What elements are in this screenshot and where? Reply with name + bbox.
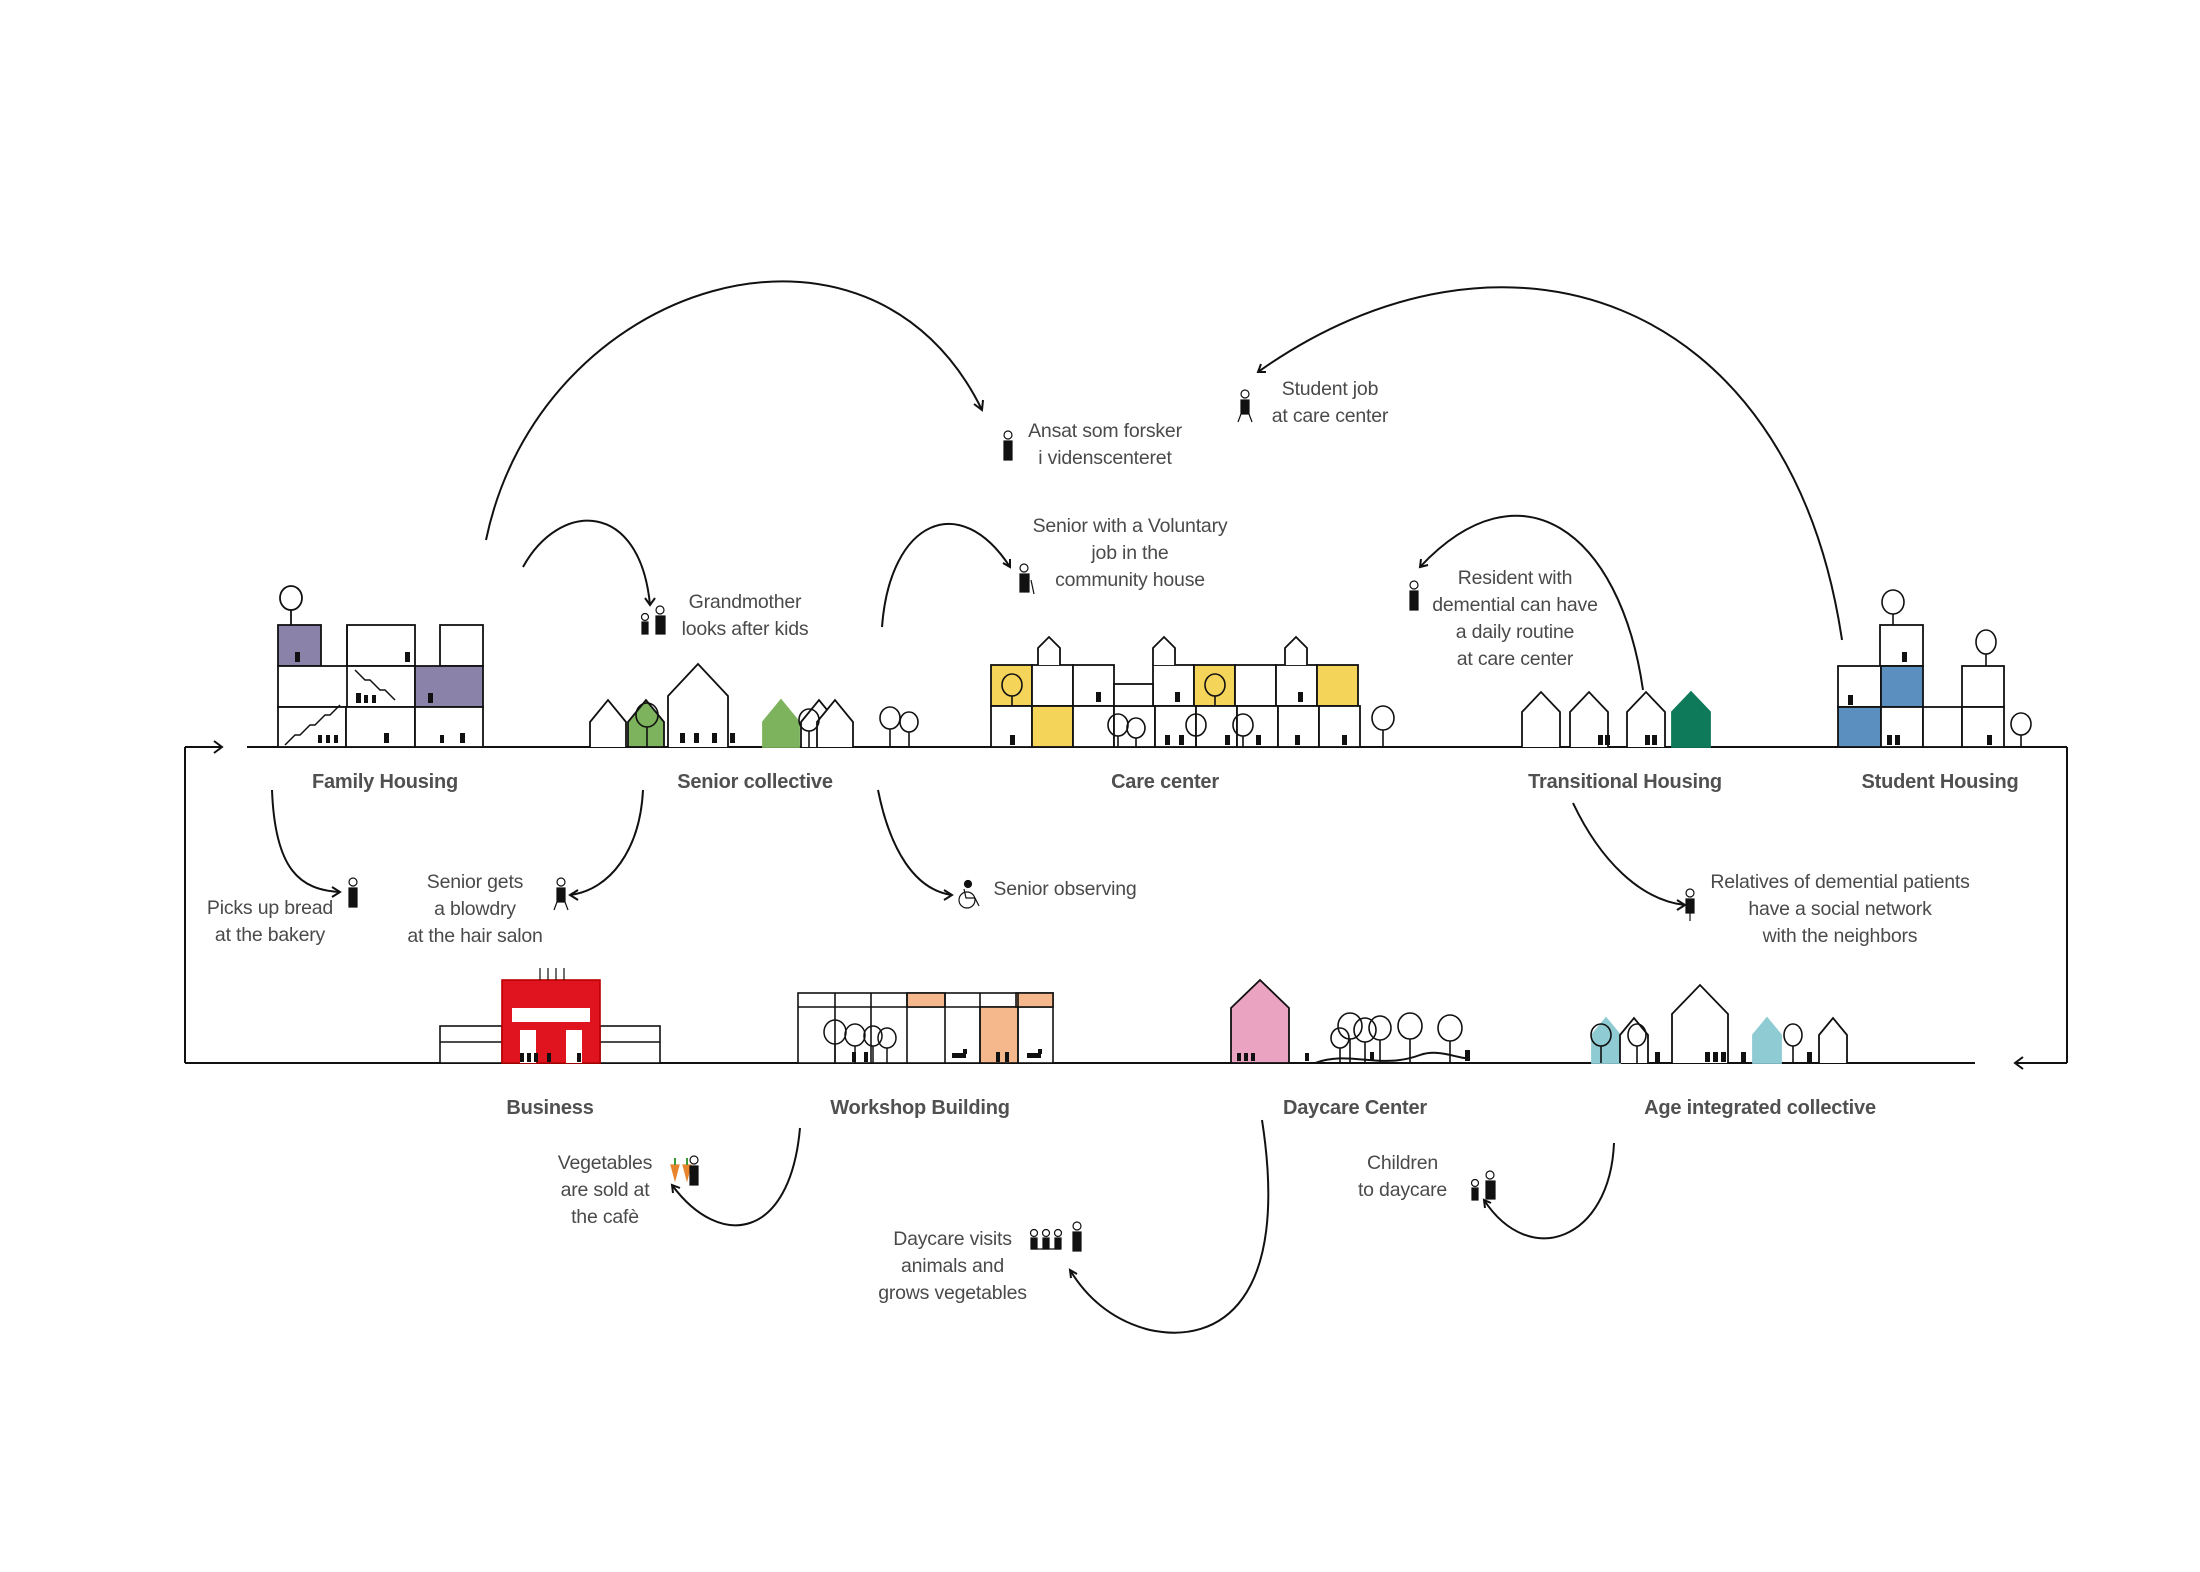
arrow-family-to-grandmother bbox=[522, 519, 651, 606]
workshop-building bbox=[797, 992, 1054, 1064]
note-blowdry-salon: Senior gets a blowdry at the hair salon bbox=[407, 871, 543, 947]
transitional-houses bbox=[1521, 690, 1711, 748]
care-center-trees bbox=[1001, 673, 1395, 747]
researcher-icon bbox=[1003, 430, 1013, 461]
resident-icon bbox=[1409, 580, 1419, 611]
senior-collective-houses bbox=[589, 662, 854, 748]
resident-figures bbox=[295, 652, 1992, 1062]
note-student-job: Student job at care center bbox=[1271, 378, 1389, 427]
note-grandmother: Grandmother looks after kids bbox=[681, 591, 809, 640]
note-research-employee: Ansat som forsker i videnscenteret bbox=[1028, 420, 1182, 469]
business-building bbox=[439, 968, 661, 1064]
zone-label-business: Business bbox=[506, 1097, 594, 1119]
arrow-senior-to-voluntary bbox=[881, 523, 1011, 628]
relatives-person-icon bbox=[1685, 888, 1695, 921]
zone-label-care-center: Care center bbox=[1111, 771, 1219, 793]
daycare-group-icon bbox=[1029, 1221, 1082, 1252]
note-daycare-visits: Daycare visits animals and grows vegetab… bbox=[878, 1228, 1027, 1304]
note-senior-observing: Senior observing bbox=[993, 878, 1137, 900]
senior-collective-trees bbox=[635, 702, 919, 747]
student-housing-trees bbox=[1881, 589, 2032, 747]
daycare-building bbox=[1230, 978, 1290, 1064]
left-loop-arrowhead bbox=[213, 740, 224, 754]
note-children-daycare: Children to daycare bbox=[1357, 1152, 1448, 1201]
zone-label-student-housing: Student Housing bbox=[1861, 771, 2019, 793]
arrow-family-to-research bbox=[485, 280, 983, 541]
arrow-transitional-to-resident bbox=[1419, 514, 1644, 691]
daycare-trees bbox=[1314, 1012, 1471, 1064]
zone-label-family-housing: Family Housing bbox=[311, 771, 459, 793]
zone-label-daycare-center: Daycare Center bbox=[1283, 1097, 1427, 1119]
note-vegetables-cafe: Vegetables are sold at the cafè bbox=[557, 1152, 653, 1228]
arrow-senior-to-observing bbox=[877, 789, 953, 896]
salon-person-icon bbox=[553, 877, 569, 911]
note-senior-voluntary: Senior with a Voluntary job in the commu… bbox=[1032, 515, 1228, 591]
vegetables-icon bbox=[670, 1155, 699, 1186]
arrow-family-to-bakery bbox=[271, 789, 341, 893]
bakery-person-icon bbox=[348, 877, 358, 908]
wheelchair-icon bbox=[958, 879, 980, 909]
family-housing-tree bbox=[279, 585, 303, 625]
note-relatives-network: Relatives of demential patients have a s… bbox=[1710, 871, 1970, 947]
arrow-daycare-to-workshop bbox=[1069, 1119, 1270, 1334]
arrows bbox=[271, 280, 1843, 1334]
note-bread-bakery: Picks up bread at the bakery bbox=[206, 897, 334, 946]
family-housing-building bbox=[277, 624, 484, 748]
zone-label-transitional-housing: Transitional Housing bbox=[1528, 771, 1722, 793]
zone-label-senior-collective: Senior collective bbox=[677, 771, 833, 793]
age-collective-trees bbox=[1590, 1023, 1803, 1063]
grandmother-kids-icon bbox=[640, 605, 666, 635]
arrow-student-to-care bbox=[1257, 286, 1843, 641]
zone-label-age-integrated-collective: Age integrated collective bbox=[1644, 1097, 1876, 1119]
note-resident-routine: Resident with demential can have a daily… bbox=[1432, 567, 1598, 670]
arrow-age-to-daycare bbox=[1483, 1142, 1615, 1240]
student-icon bbox=[1237, 389, 1253, 423]
arrow-senior-to-salon bbox=[569, 789, 644, 896]
children-adult-icon bbox=[1470, 1170, 1496, 1201]
workshop-animals bbox=[952, 1049, 1042, 1058]
arrow-transitional-to-relatives bbox=[1572, 802, 1686, 906]
student-housing-building bbox=[1837, 624, 2005, 748]
zone-label-workshop-building: Workshop Building bbox=[830, 1097, 1010, 1119]
senior-volunteer-icon bbox=[1019, 563, 1035, 595]
person-icons bbox=[348, 389, 1695, 1252]
arrow-workshop-to-vegetables bbox=[671, 1127, 801, 1227]
age-collective-houses bbox=[1591, 983, 1848, 1064]
right-loop-arrowhead bbox=[2013, 1056, 2024, 1070]
